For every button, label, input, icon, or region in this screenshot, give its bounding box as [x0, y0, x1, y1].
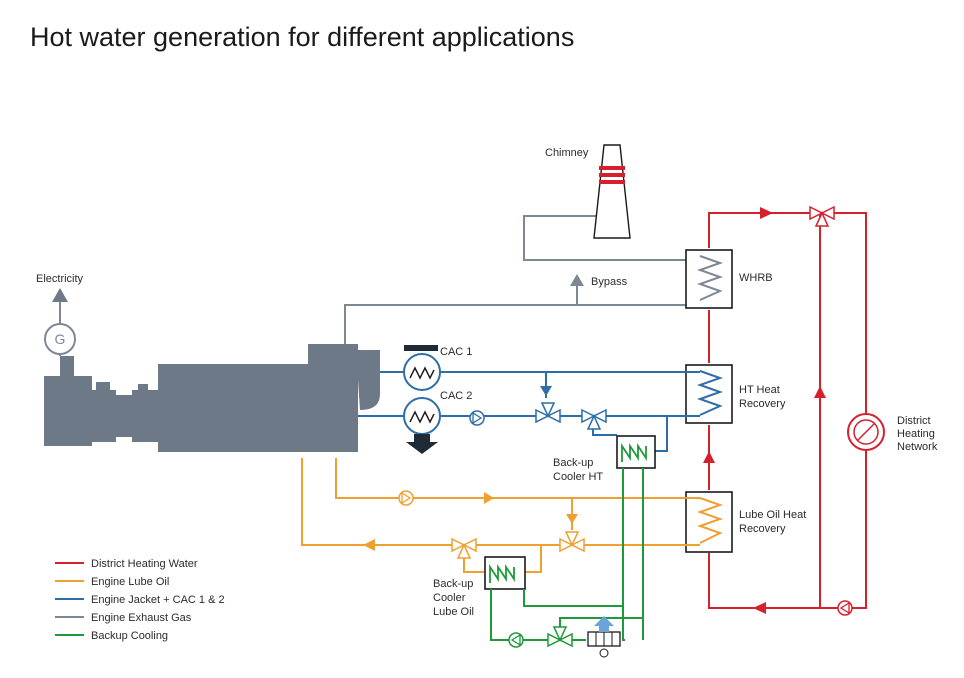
- legend-item-district-heating: District Heating Water: [91, 558, 198, 570]
- whrb-label: WHRB: [739, 272, 773, 284]
- cac-1-label: CAC 1: [440, 346, 472, 358]
- jacket-pump-icon: [469, 410, 485, 426]
- jacket-valve-1-icon: [535, 402, 561, 424]
- exhaust-gas-lines: [344, 215, 710, 345]
- legend-item-lube-oil: Engine Lube Oil: [91, 576, 169, 588]
- backup-cooler-ht: [616, 435, 656, 469]
- generator-symbol: G: [55, 331, 66, 347]
- diagram-title: Hot water generation for different appli…: [30, 22, 574, 52]
- ht-heat-recovery-label: HT Heat Recovery: [739, 384, 786, 410]
- district-heating-network-icon: [847, 413, 885, 451]
- backup-cooling-lines: [490, 468, 644, 641]
- backup-cooling-valve-icon: [547, 626, 573, 648]
- district-heating-network-label: District Heating Network: [897, 415, 938, 453]
- backup-cooler-ht-label: Back-up Cooler HT: [553, 457, 603, 483]
- backup-cooler-lube-oil-label: Back-up Cooler Lube Oil: [433, 578, 476, 618]
- legend: District Heating Water Engine Lube Oil E…: [55, 558, 225, 642]
- backup-cooler-lube-oil: [484, 556, 526, 590]
- engine-generator-set: [44, 344, 380, 452]
- district-heating-pump-icon: [837, 600, 853, 616]
- legend-item-backup: Backup Cooling: [91, 630, 168, 642]
- lube-oil-heat-recovery-exchanger: [685, 491, 733, 553]
- radiator-fan-icon: [587, 616, 621, 658]
- cac-2-cooler: [403, 397, 441, 454]
- electricity-arrow-icon: [52, 288, 68, 302]
- cac-2-label: CAC 2: [440, 390, 472, 402]
- whrb-exchanger: [685, 249, 733, 309]
- district-heating-lines: [703, 207, 867, 614]
- cac-1-cooler: [403, 345, 441, 391]
- bypass-label: Bypass: [591, 276, 628, 288]
- lube-oil-pump-icon: [398, 490, 414, 506]
- electricity-label: Electricity: [36, 273, 84, 285]
- legend-item-exhaust: Engine Exhaust Gas: [91, 612, 192, 624]
- lube-oil-heat-recovery-label: Lube Oil Heat Recovery: [739, 509, 809, 535]
- generator: G: [44, 288, 76, 356]
- district-heating-valve-icon: [809, 205, 835, 227]
- legend-item-jacket: Engine Jacket + CAC 1 & 2: [91, 594, 225, 606]
- ht-heat-recovery-exchanger: [685, 364, 733, 424]
- chimney-label: Chimney: [545, 147, 589, 159]
- lube-oil-valve-2-icon: [451, 537, 477, 559]
- jacket-valve-2-icon: [581, 408, 607, 430]
- lube-oil-valve-1-icon: [559, 531, 585, 553]
- chimney: [593, 144, 631, 239]
- backup-cooling-pump-icon: [508, 632, 524, 648]
- bypass-arrow-icon: [570, 274, 584, 286]
- lube-oil-lines: [301, 458, 700, 573]
